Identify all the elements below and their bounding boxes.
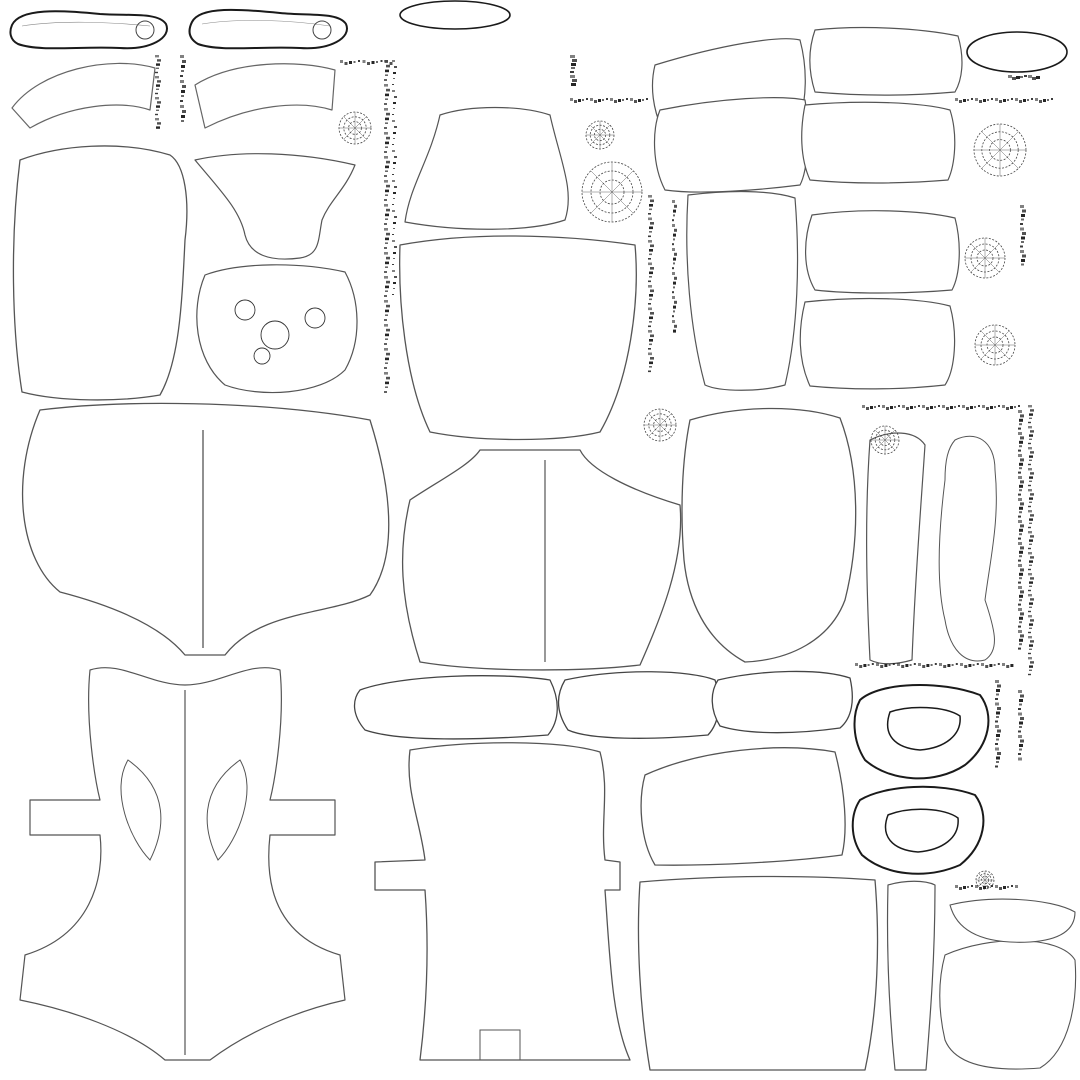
- ornament-rosette: [964, 237, 1006, 279]
- uv-shell-collar: [11, 62, 336, 129]
- uv-shell-glove: [640, 747, 846, 866]
- uv-island-strip: [1028, 405, 1034, 676]
- uv-shell-face: [196, 264, 358, 394]
- ornament-rosette: [581, 161, 643, 223]
- uv-island-strip: [384, 60, 390, 393]
- uv-shell-bottom-panels: [637, 875, 1077, 1071]
- uv-island-strip: [855, 663, 1014, 668]
- uv-shell-harness: [19, 667, 346, 1061]
- uv-shell-ornament-figure: [938, 435, 997, 662]
- uv-island-strip: [1018, 410, 1024, 650]
- uv-island-strip: [340, 60, 393, 65]
- uv-island-strip: [862, 405, 1020, 410]
- uv-small-island-strips: [155, 55, 1053, 890]
- uv-ornament-rosettes: [338, 111, 1027, 890]
- uv-island-strip: [955, 98, 1053, 103]
- uv-shell-chest-panel: [401, 449, 682, 671]
- uv-island-strip: [1008, 75, 1040, 80]
- uv-shell-rings: [851, 684, 990, 875]
- uv-shell-sole-right: [188, 8, 348, 50]
- ornament-rosette: [585, 120, 615, 150]
- uv-island-strip: [155, 55, 161, 129]
- uv-shell-sole-left: [9, 10, 168, 50]
- uv-shell-back-panel: [399, 235, 637, 441]
- uv-island-strip: [180, 55, 186, 122]
- uv-shell-ellipse-top: [399, 0, 1068, 73]
- uv-island-strip: [570, 55, 577, 86]
- ornament-rosette: [643, 408, 677, 442]
- ornament-rosette: [870, 425, 900, 455]
- uv-shell-leg-panel: [681, 407, 926, 665]
- uv-island-strip: [648, 195, 654, 373]
- uv-shell-torso-side: [12, 145, 188, 401]
- uv-island-strip: [1020, 205, 1026, 266]
- uv-island-strip: [955, 885, 1018, 890]
- uv-shell-arm-cuffs: [353, 670, 853, 740]
- ornament-rosette: [973, 123, 1027, 177]
- uv-shell-boot-panels: [653, 97, 960, 391]
- uv-shell-neck-piece: [194, 153, 356, 260]
- uv-island-strip: [570, 98, 648, 103]
- uv-shell-briefs: [21, 402, 390, 656]
- uv-island-strip: [995, 680, 1001, 768]
- uv-shell-corset: [374, 742, 631, 1061]
- uv-island-strip: [1018, 690, 1024, 761]
- ornament-rosette: [338, 111, 372, 145]
- uv-island-strip: [672, 200, 677, 333]
- uv-island-strip: [392, 60, 397, 295]
- ornament-rosette: [974, 324, 1016, 366]
- uv-shell-skirt-top: [404, 106, 569, 230]
